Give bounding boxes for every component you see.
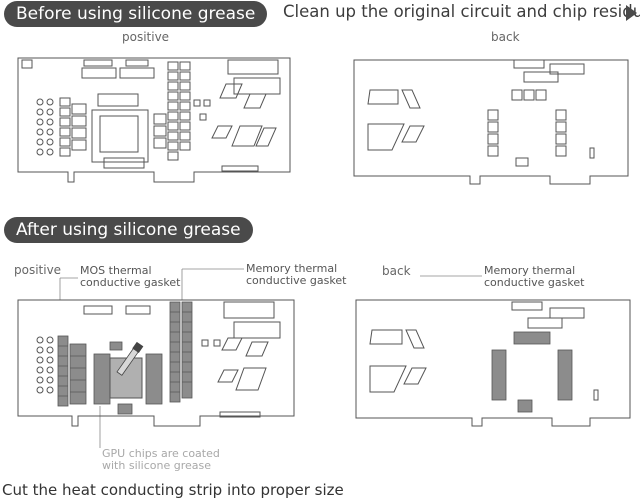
- after-title: After using silicone grease: [4, 217, 253, 243]
- memory-callout-left-line2: conductive gasket: [246, 274, 347, 287]
- mos-callout: MOS thermal conductive gasket: [80, 265, 180, 289]
- mos-callout-line2: conductive gasket: [80, 276, 181, 289]
- board-back-after: [355, 299, 631, 427]
- memory-callout-right: Memory thermal conductive gasket: [484, 265, 584, 289]
- board-positive-before: [17, 57, 291, 183]
- memory-callout-left-line1: Memory thermal: [246, 262, 338, 275]
- memory-callout-right-line1: Memory thermal: [484, 264, 576, 277]
- board-back-before: [353, 59, 629, 185]
- board-positive-after: [17, 299, 295, 427]
- arrow-right-icon: [626, 5, 637, 21]
- memory-callout-right-line2: conductive gasket: [484, 276, 585, 289]
- before-title: Before using silicone grease: [4, 1, 268, 27]
- gpu-note: GPU chips are coated with silicone greas…: [102, 448, 220, 472]
- label-positive-before: positive: [122, 30, 170, 44]
- clean-instruction: Clean up the original circuit and chip r…: [283, 2, 640, 21]
- memory-callout-left: Memory thermal conductive gasket: [246, 263, 346, 287]
- gpu-note-line1: GPU chips are coated: [102, 447, 220, 460]
- gpu-note-line2: with silicone grease: [102, 459, 212, 472]
- label-positive-after: positive: [14, 263, 62, 277]
- label-back-after: back: [382, 264, 411, 278]
- footer-instruction: Cut the heat conducting strip into prope…: [2, 481, 344, 499]
- mos-callout-line1: MOS thermal: [80, 264, 152, 277]
- label-back-before: back: [491, 30, 520, 44]
